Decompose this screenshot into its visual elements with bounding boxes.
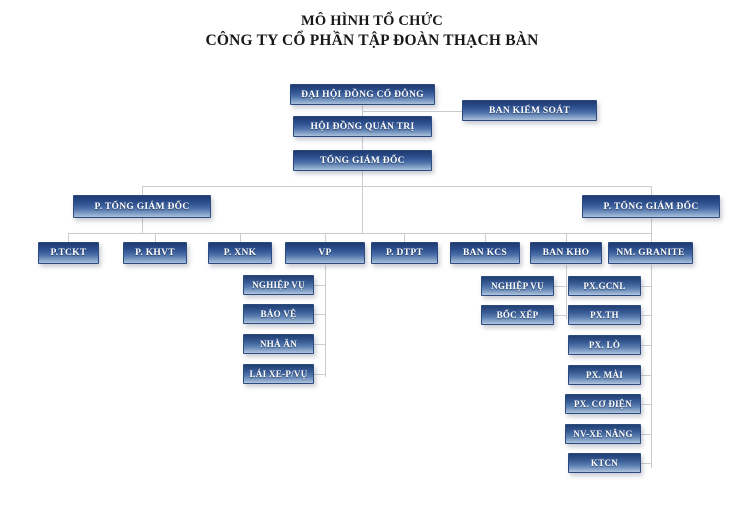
connector-bus-drop-khvt (155, 233, 156, 242)
connector-granite-child-5 (640, 404, 652, 405)
connector-vp-child-4 (313, 374, 326, 375)
connector-bus-drop-kcs (485, 233, 486, 242)
connector-bankho-child-2 (553, 315, 567, 316)
connector-vp-child-3 (313, 344, 326, 345)
node-bankho-child-boc-xep[interactable]: BỐC XẾP (481, 305, 554, 325)
node-vp-child-nha-an[interactable]: NHÀ ĂN (243, 334, 314, 354)
node-deputy-general-director-right[interactable]: P. TỔNG GIÁM ĐỐC (582, 195, 720, 218)
node-deputy-general-director-left[interactable]: P. TỔNG GIÁM ĐỐC (73, 195, 211, 218)
node-granite-child-px-co-dien[interactable]: PX. CƠ ĐIỆN (565, 394, 641, 414)
connector-deputy-right-down (651, 218, 652, 233)
node-general-director[interactable]: TỔNG GIÁM ĐỐC (293, 150, 432, 171)
connector-bus-drop-vp (325, 233, 326, 242)
node-vp-child-bao-ve[interactable]: BẢO VỆ (243, 304, 314, 324)
node-granite-child-px-th[interactable]: PX.TH (568, 305, 641, 325)
node-department-dtpt[interactable]: P. DTPT (371, 242, 438, 264)
connector-deputy-spine (142, 186, 651, 187)
connector-granite-child-3 (640, 345, 652, 346)
node-department-kcs[interactable]: BAN KCS (450, 242, 520, 264)
node-bankho-child-nghiep-vu[interactable]: NGHIỆP VỤ (481, 276, 554, 296)
connector-shareholders-to-board (362, 105, 363, 120)
node-department-tckt[interactable]: P.TCKT (38, 242, 99, 264)
connector-spine-to-deputy-right (651, 186, 652, 195)
connector-department-bus (68, 233, 651, 234)
node-department-khvt[interactable]: P. KHVT (123, 242, 187, 264)
node-board-of-directors[interactable]: HỘI ĐỒNG QUẢN TRỊ (293, 116, 432, 137)
connector-bankho-children-spine (566, 265, 567, 319)
connector-granite-child-6 (640, 434, 652, 435)
connector-granite-children-spine (651, 265, 652, 468)
connector-bus-drop-dtpt (404, 233, 405, 242)
chart-title: MÔ HÌNH TỔ CHỨC CÔNG TY CỔ PHẦN TẬP ĐOÀN… (0, 12, 744, 50)
connector-general-director-down (362, 171, 363, 233)
connector-bus-drop-xnk (240, 233, 241, 242)
connector-spine-to-deputy-left (142, 186, 143, 195)
connector-board-to-general-director (362, 137, 363, 152)
connector-bankho-child-1 (553, 286, 567, 287)
node-granite-child-nv-xe-nang[interactable]: NV-XE NÂNG (565, 424, 641, 444)
node-granite-child-px-gcnl[interactable]: PX.GCNL (568, 276, 641, 296)
connector-granite-child-4 (640, 375, 652, 376)
title-line-2: CÔNG TY CỔ PHẦN TẬP ĐOÀN THẠCH BÀN (205, 32, 539, 49)
connector-shareholders-to-supervisory (362, 111, 462, 112)
connector-granite-child-1 (640, 286, 652, 287)
node-department-granite[interactable]: NM. GRANITE (608, 242, 693, 264)
connector-vp-children-spine (325, 265, 326, 377)
connector-vp-child-2 (313, 314, 326, 315)
node-vp-child-lai-xe-phuc-vu[interactable]: LÁI XE-P/VỤ (243, 364, 314, 384)
connector-bus-drop-tckt (68, 233, 69, 242)
node-vp-child-nghiep-vu[interactable]: NGHIỆP VỤ (243, 275, 314, 295)
node-shareholders-assembly[interactable]: ĐẠI HỘI ĐỒNG CỔ ĐÔNG (290, 84, 435, 105)
node-granite-child-ktcn[interactable]: KTCN (568, 453, 641, 473)
node-department-vp[interactable]: VP (285, 242, 365, 264)
node-department-xnk[interactable]: P. XNK (208, 242, 272, 264)
connector-bus-drop-granite (651, 233, 652, 242)
node-supervisory-board[interactable]: BAN KIỂM SOÁT (462, 100, 597, 121)
connector-deputy-left-down (142, 218, 143, 233)
connector-vp-child-1 (313, 285, 326, 286)
connector-bus-drop-kho (566, 233, 567, 242)
title-line-1: MÔ HÌNH TỔ CHỨC (301, 13, 443, 29)
node-department-kho[interactable]: BAN KHO (530, 242, 602, 264)
connector-granite-child-2 (640, 315, 652, 316)
node-granite-child-px-lo[interactable]: PX. LÒ (568, 335, 641, 355)
node-granite-child-px-mai[interactable]: PX. MÀI (568, 365, 641, 385)
connector-granite-child-7 (640, 463, 652, 464)
